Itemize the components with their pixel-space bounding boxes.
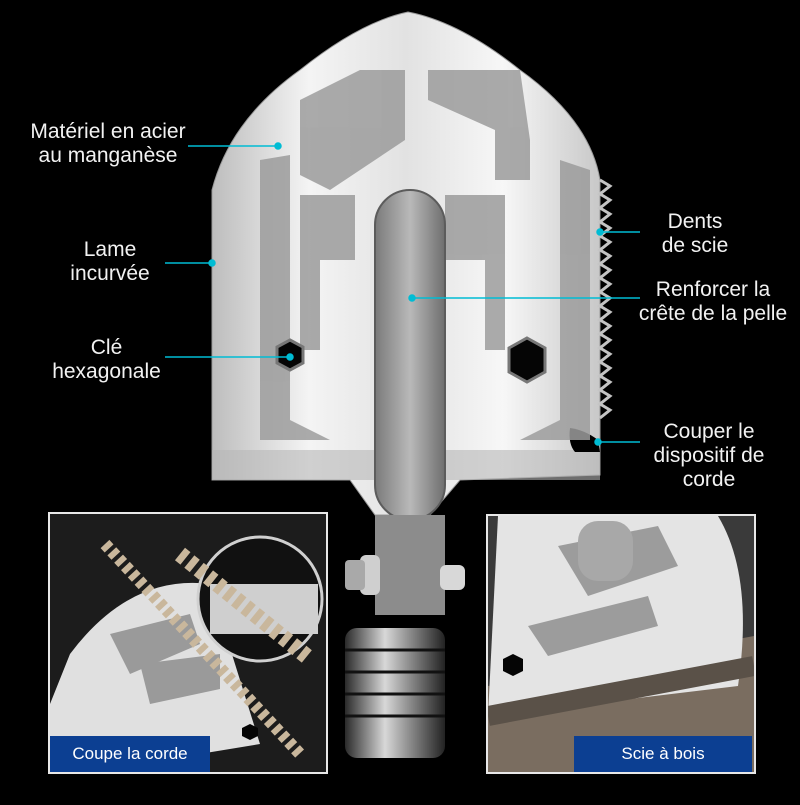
inset-wood-saw: Scie à bois [486,514,756,774]
callout-saw-teeth-text: Dents de scie [661,210,729,257]
callout-rope-cutter: Couper le dispositif de corde [644,420,774,492]
rope-cutting-photo [50,514,326,772]
inset-rope-cutting: Coupe la corde [48,512,328,774]
callout-curved-blade-text: Lame incurvée [70,238,150,285]
caption-rope-text: Coupe la corde [72,744,188,763]
callout-material: Matériel en acier au manganèse [18,120,198,168]
callout-reinforce-text: Renforcer la crête de la pelle [638,278,788,325]
saw-teeth [597,178,613,420]
caption-wood: Scie à bois [574,736,752,772]
callout-reinforce: Renforcer la crête de la pelle [628,278,798,326]
callout-hex-key-text: Clé hexagonale [52,336,161,383]
callout-hex-key: Clé hexagonale [44,336,169,384]
callout-material-text: Matériel en acier au manganèse [30,120,186,167]
reinforcement-ridge [374,189,446,521]
callout-saw-teeth: Dents de scie [640,210,750,258]
wood-saw-photo [488,516,754,772]
caption-wood-text: Scie à bois [621,744,705,763]
callout-rope-cutter-text: Couper le dispositif de corde [653,420,765,491]
hex-hole-right [507,336,547,384]
caption-rope: Coupe la corde [50,736,210,772]
callout-curved-blade: Lame incurvée [60,238,160,286]
